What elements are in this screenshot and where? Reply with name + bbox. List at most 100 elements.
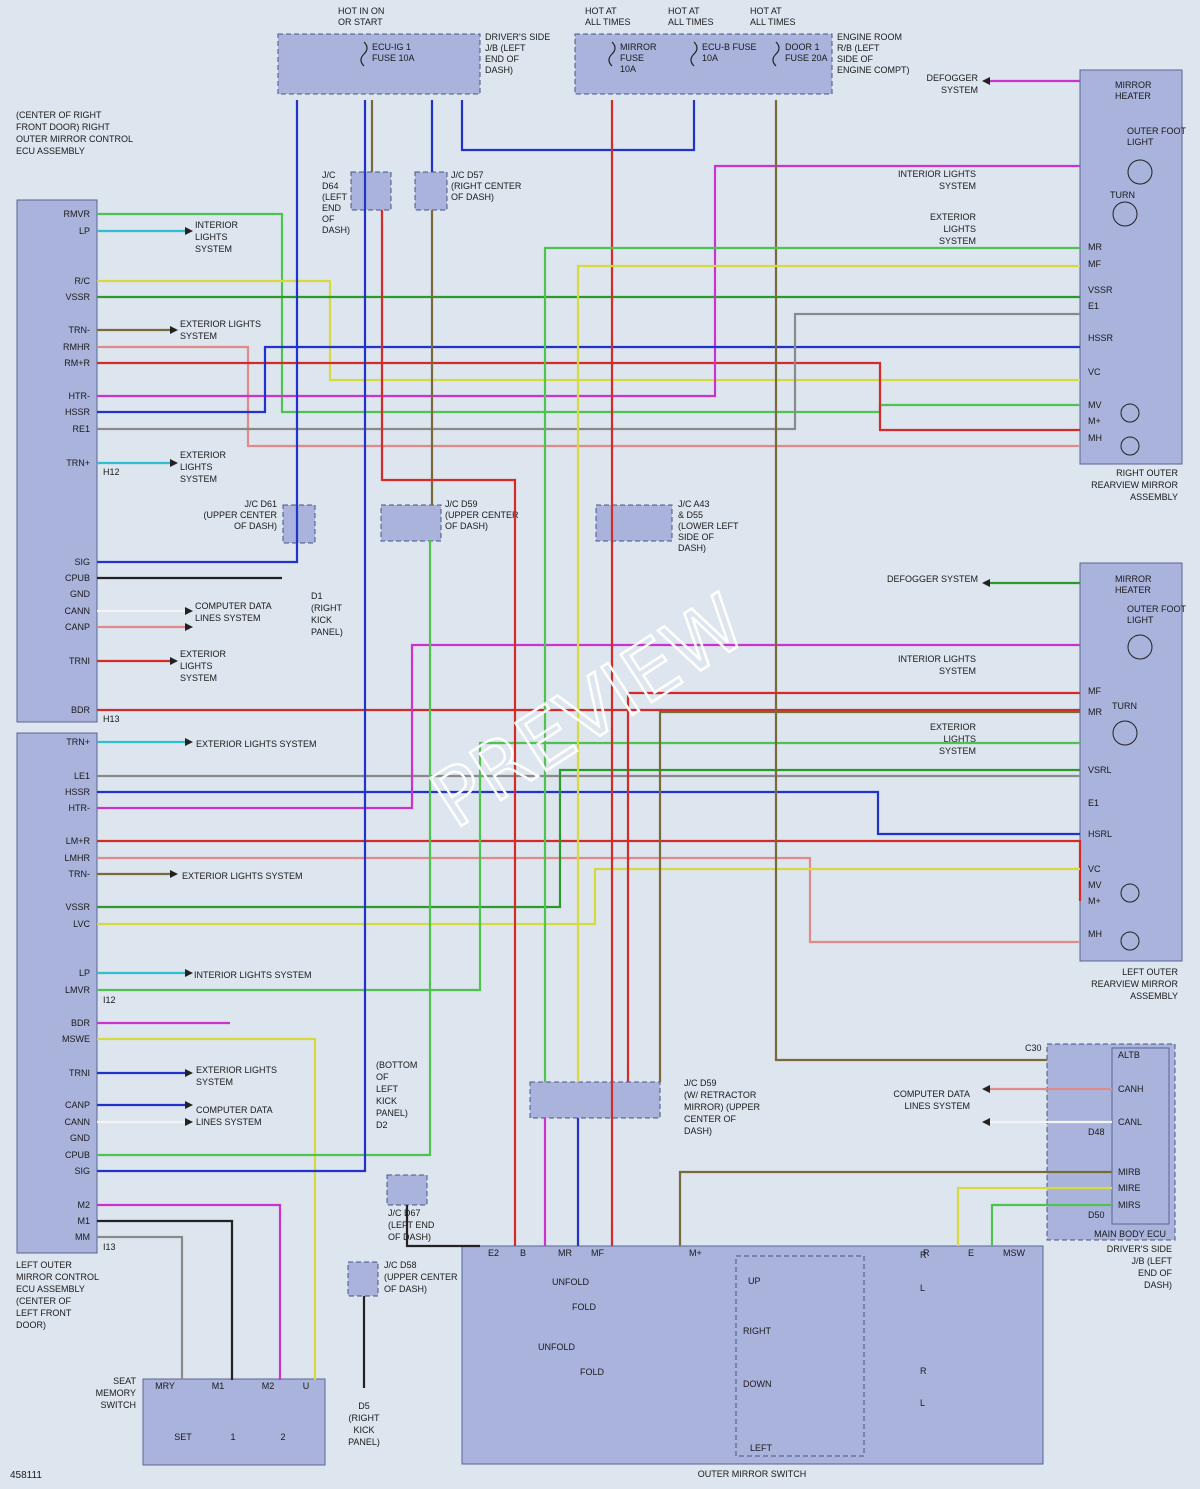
right-ecu-pin: VSSR: [65, 292, 90, 302]
left-mirror-title: ASSEMBLY: [1130, 991, 1178, 1001]
ground-d5: D5: [358, 1401, 370, 1411]
left-ecu-box: [16, 732, 98, 1254]
left-mirror-pin: MV: [1088, 880, 1102, 890]
outer-switch-pin: B: [520, 1248, 526, 1258]
exterior-lights-system-1: SYSTEM: [180, 331, 217, 341]
main-body-ecu-sub: DASH): [1144, 1280, 1172, 1290]
exterior-lights-system-3: LIGHTS: [180, 661, 213, 671]
switch-l-2: L: [920, 1398, 925, 1408]
seat-memory-switch-title: SEAT: [113, 1376, 136, 1386]
jc-d67: OF DASH): [388, 1232, 431, 1242]
fuse-mirror: MIRROR: [620, 42, 657, 52]
left-ecu-pin: SIG: [74, 1166, 90, 1176]
jc-d58: OF DASH): [384, 1284, 427, 1294]
jc-d64: D64: [322, 181, 339, 191]
left-mirror-foot-light: LIGHT: [1127, 615, 1154, 625]
right-mirror-title: ASSEMBLY: [1130, 492, 1178, 502]
outer-mirror-switch-title: OUTER MIRROR SWITCH: [698, 1469, 807, 1479]
right-ecu-title: OUTER MIRROR CONTROL: [16, 134, 133, 144]
wire-mf-r: [576, 264, 1080, 1082]
connector-i12: I12: [103, 995, 116, 1005]
exterior-lights-system-8: LIGHTS: [943, 734, 976, 744]
left-ecu-pin: LMVR: [65, 985, 91, 995]
wire-rmr: [97, 361, 1080, 432]
ground-d5: KICK: [353, 1425, 374, 1435]
computer-data-lines-system-1: COMPUTER DATA: [195, 601, 272, 611]
wire-rc: [97, 279, 1080, 382]
wire-mirb: [678, 1170, 1112, 1246]
power-label-3: ALL TIMES: [668, 17, 714, 27]
computer-data-lines-system-2: COMPUTER DATA: [196, 1105, 273, 1115]
jc-d57: J/C D57: [451, 170, 484, 180]
arrow-left-icon: [982, 579, 990, 587]
left-ecu-pin: LE1: [74, 771, 90, 781]
right-ecu-title: FRONT DOOR) RIGHT: [16, 122, 110, 132]
right-mirror-title: RIGHT OUTER: [1116, 468, 1178, 478]
seat-switch-set: SET: [174, 1432, 192, 1442]
jc-d58: J/C D58: [384, 1260, 417, 1270]
ground-d1: D1: [311, 591, 323, 601]
motor-icon: [1120, 436, 1140, 456]
right-ecu-pin: LP: [79, 226, 90, 236]
right-ecu-box: [16, 199, 98, 723]
seat-memory-switch-title: MEMORY: [96, 1388, 136, 1398]
seat-memory-switch-title: SWITCH: [101, 1400, 137, 1410]
jc-a43: (LOWER LEFT: [678, 521, 739, 531]
wire-sig-l: [97, 100, 367, 1173]
jc-d58-box: [347, 1261, 379, 1297]
power-label-4: HOT AT: [750, 6, 782, 16]
ground-d2: OF: [376, 1072, 389, 1082]
jc-d59b: (W/ RETRACTOR: [684, 1090, 757, 1100]
fuse-door1: FUSE 20A: [785, 53, 828, 63]
right-mirror-pin: HSSR: [1088, 333, 1114, 343]
computer-data-lines-system-3: COMPUTER DATA: [893, 1089, 970, 1099]
left-ecu-title: ECU ASSEMBLY: [16, 1284, 85, 1294]
switch-right: RIGHT: [743, 1326, 772, 1336]
wire-rmvr: [97, 212, 1080, 414]
wire-d64-red: [380, 210, 517, 1246]
switch-l: L: [920, 1283, 925, 1293]
jc-d61: J/C D61: [244, 499, 277, 509]
computer-data-lines-system-1: LINES SYSTEM: [195, 613, 261, 623]
computer-data-lines-system-2: LINES SYSTEM: [196, 1117, 262, 1127]
left-mirror-pin: HSRL: [1088, 829, 1112, 839]
connector-d50: D50: [1088, 1210, 1105, 1220]
wire-lmr: [97, 839, 1082, 901]
outer-switch-pin: MSW: [1003, 1248, 1026, 1258]
bulb-icon: [1112, 201, 1138, 227]
power-label-1: HOT IN ON: [338, 6, 384, 16]
connector-c30: C30: [1025, 1043, 1042, 1053]
right-mirror-heater: HEATER: [1115, 91, 1151, 101]
engine-rb-label: R/B (LEFT: [837, 43, 880, 53]
exterior-lights-system-6: EXTERIOR LIGHTS: [196, 1065, 277, 1075]
left-mirror-title: REARVIEW MIRROR: [1091, 979, 1178, 989]
right-mirror-box: [1079, 69, 1183, 465]
arrow-right-icon: [170, 459, 178, 467]
left-ecu-pin: CANN: [64, 1117, 90, 1127]
arrow-right-icon: [170, 657, 178, 665]
left-ecu-title: LEFT OUTER: [16, 1260, 72, 1270]
exterior-lights-system-7: SYSTEM: [939, 236, 976, 246]
left-mirror-title: LEFT OUTER: [1122, 967, 1178, 977]
jc-d61: OF DASH): [234, 521, 277, 531]
arrow-left-icon: [982, 1085, 990, 1093]
right-ecu-pin: SIG: [74, 557, 90, 567]
engine-rb-label: SIDE OF: [837, 54, 874, 64]
fuse-icon: [690, 41, 698, 67]
left-ecu-pin: HSSR: [65, 787, 91, 797]
arrow-right-icon: [185, 1118, 193, 1126]
interior-lights-system-4: INTERIOR LIGHTS: [898, 654, 976, 664]
power-label-2: ALL TIMES: [585, 17, 631, 27]
wire-mr-r: [543, 246, 1080, 1082]
main-body-ecu-pin: MIRB: [1118, 1167, 1141, 1177]
wire-mswe: [97, 1037, 317, 1380]
jc-d59b: J/C D59: [684, 1078, 717, 1088]
ground-d1: KICK: [311, 615, 332, 625]
fuse-ecu-b: 10A: [702, 53, 718, 63]
outer-switch-pin: M+: [689, 1248, 702, 1258]
left-ecu-pin: CPUB: [65, 1150, 90, 1160]
right-mirror-pin: MR: [1088, 242, 1102, 252]
power-label-3: HOT AT: [668, 6, 700, 16]
left-mirror-pin: MR: [1088, 707, 1102, 717]
